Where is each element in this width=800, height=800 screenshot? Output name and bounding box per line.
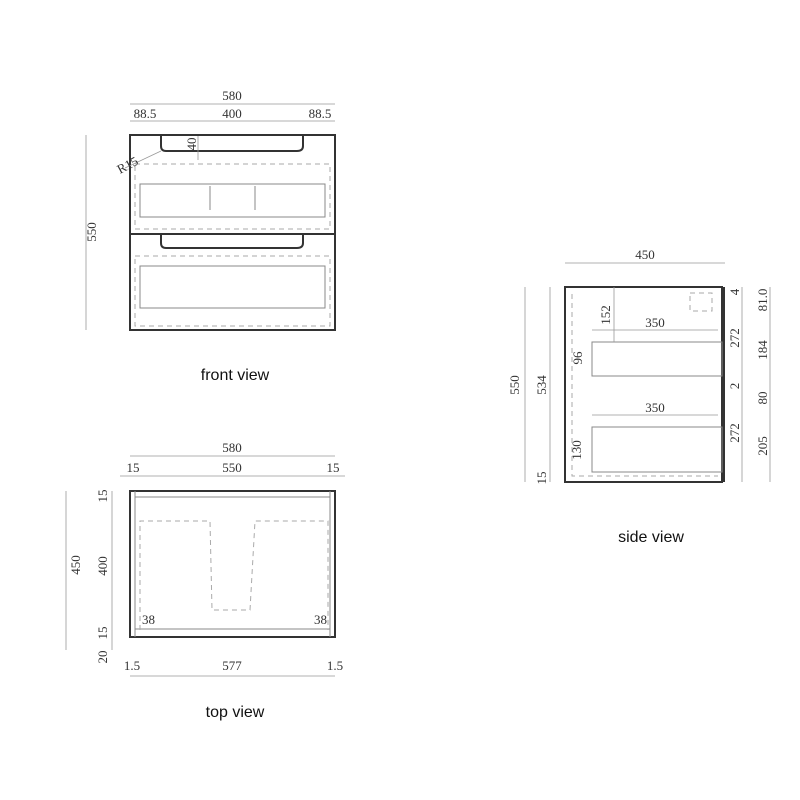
- dim-height-inner: 534: [534, 375, 549, 395]
- dim-right-b-0: 81.0: [755, 289, 770, 312]
- front-view-caption: front view: [201, 367, 270, 384]
- lower-drawer-side: [591, 426, 723, 473]
- dim-width-right: 15: [327, 460, 340, 475]
- dim-width-inner: 550: [222, 460, 242, 475]
- side-cabinet-outline: [564, 286, 723, 483]
- dim-bottom-mid: 577: [222, 658, 242, 673]
- upper-handle-cutout: [160, 136, 304, 152]
- dim-right-a-0: 4: [727, 288, 742, 295]
- dim-height-total: 550: [507, 375, 522, 395]
- dim-base: 15: [534, 472, 549, 485]
- top-view-caption: top view: [206, 704, 265, 721]
- top-view: 580 15 550 15 450 15 400 15 20 38 38 1.5…: [65, 440, 345, 721]
- dim-depth-total: 450: [635, 247, 655, 262]
- dim-right-b-3: 205: [755, 436, 770, 456]
- dim-width-total: 580: [222, 440, 242, 455]
- side-view: 450 550 534 15 152 350 96 350 130 4 272 …: [507, 247, 771, 546]
- dim-depth-back: 15: [95, 490, 110, 503]
- dim-width-left: 15: [127, 460, 140, 475]
- lower-drawer-hidden: [134, 255, 331, 327]
- dim-depth-inner: 400: [95, 556, 110, 576]
- hidden-line: [571, 294, 718, 477]
- drawer-hidden-outline: [139, 520, 329, 630]
- dim-width-handle: 400: [222, 106, 242, 121]
- lower-drawer-box: [139, 265, 326, 309]
- dim-upper-gap: 96: [570, 351, 585, 365]
- side-view-caption: side view: [618, 529, 684, 546]
- fitting-hidden: [689, 292, 713, 312]
- dim-width-right: 88.5: [309, 106, 332, 121]
- dim-width-total: 580: [222, 88, 242, 103]
- dim-right-b-1: 184: [755, 340, 770, 360]
- front-view: 580 88.5 400 88.5 550 40 R15 front view: [84, 88, 336, 384]
- dim-right-a-1: 272: [727, 328, 742, 348]
- dim-bottom-right: 1.5: [327, 658, 343, 673]
- dim-offset-left: 38: [142, 612, 155, 627]
- dim-depth-front-b: 20: [95, 651, 110, 664]
- top-cabinet-outline: [129, 490, 336, 638]
- dim-radius: R15: [114, 153, 140, 176]
- dim-depth-front-a: 15: [95, 627, 110, 640]
- lower-handle-cutout: [160, 235, 304, 249]
- dim-lower-offset: 130: [569, 440, 584, 460]
- dim-upper-offset: 152: [598, 305, 613, 325]
- upper-drawer-hidden: [134, 163, 331, 230]
- dim-right-a-2: 2: [727, 383, 742, 390]
- upper-drawer-box: [139, 183, 326, 218]
- dim-height-total: 550: [84, 222, 99, 242]
- dim-bottom-left: 1.5: [124, 658, 140, 673]
- dim-offset-right: 38: [314, 612, 327, 627]
- dim-right-b-2: 80: [755, 392, 770, 405]
- dim-depth-total: 450: [68, 555, 83, 575]
- dim-handle-depth: 40: [184, 138, 199, 151]
- dim-line: [124, 150, 162, 169]
- upper-drawer-side: [591, 341, 723, 377]
- front-cabinet-outline: [129, 134, 336, 331]
- dim-width-left: 88.5: [134, 106, 157, 121]
- dim-upper-drawer: 350: [645, 315, 665, 330]
- dim-lower-drawer: 350: [645, 400, 665, 415]
- dim-right-a-3: 272: [727, 423, 742, 443]
